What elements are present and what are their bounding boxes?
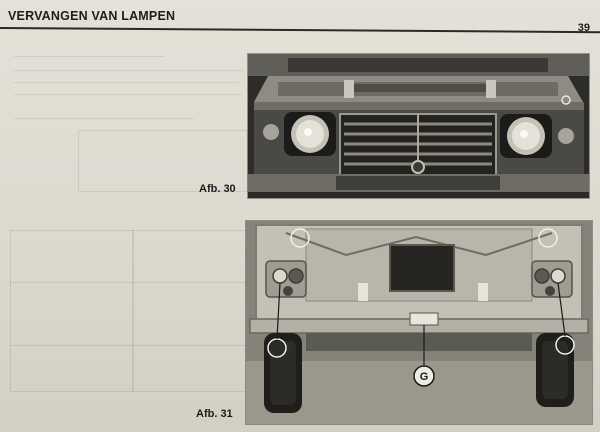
page-number: 39 — [577, 22, 590, 34]
bleed-through-table — [10, 230, 248, 392]
bleed-through-line — [10, 282, 246, 283]
front-view-illustration — [248, 54, 589, 198]
callout-label-g: G — [420, 371, 429, 383]
bleed-through-line — [14, 70, 244, 71]
bleed-through-line — [14, 118, 194, 119]
rear-view-illustration: G — [246, 221, 592, 424]
bleed-through-line — [14, 94, 242, 95]
figure-caption: Afb. 30 — [199, 183, 236, 195]
bleed-through-line — [10, 345, 246, 346]
figure-caption: Afb. 31 — [196, 408, 233, 420]
header-rule — [0, 27, 600, 34]
bleed-through-line — [14, 82, 239, 83]
bleed-through-line — [14, 56, 164, 57]
bleed-through-box — [78, 130, 248, 192]
section-title: VERVANGEN VAN LAMPEN — [8, 9, 176, 23]
figure-front-lights — [248, 54, 589, 198]
bleed-through-line — [132, 230, 134, 392]
figure-rear-lights: G — [246, 221, 592, 424]
